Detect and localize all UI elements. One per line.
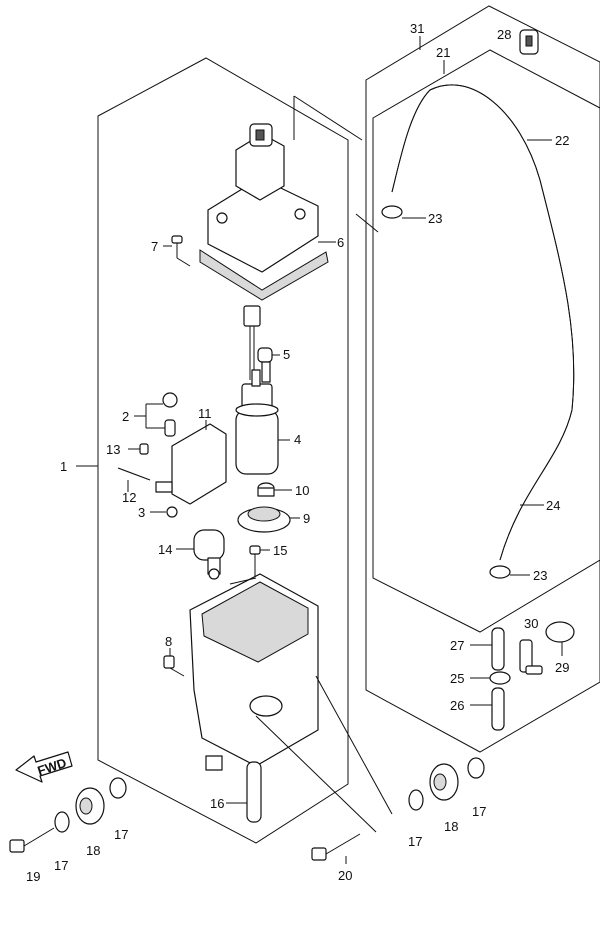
part-18-grommet-left: [75, 787, 105, 825]
wire-harness: [243, 305, 261, 380]
part-20-bolt: [311, 833, 361, 861]
part-22-hose: [391, 84, 575, 411]
part-10-grommet: [257, 482, 275, 497]
part-30-clamp: [519, 639, 543, 675]
callout-17-d: 17: [472, 804, 486, 819]
callout-2: 2: [122, 409, 129, 424]
callout-21: 21: [436, 45, 450, 60]
part-26-pipe: [491, 687, 505, 731]
part-2-connector: [162, 392, 178, 437]
vapor-separator-tank: [189, 573, 319, 771]
connector-line-b: [315, 675, 393, 815]
callout-17-a: 17: [114, 827, 128, 842]
part-6-top-cover: [199, 95, 363, 301]
callout-18-b: 18: [444, 819, 458, 834]
part-12-pin: [117, 467, 151, 481]
frame-fuel-pump-assembly: [97, 57, 349, 844]
callout-9: 9: [303, 511, 310, 526]
fwd-label: FWD: [35, 755, 68, 778]
callout-18-a: 18: [86, 843, 100, 858]
part-28-clamp: [519, 29, 539, 55]
part-23-clip-bottom: [489, 565, 511, 579]
callout-10: 10: [295, 483, 309, 498]
callout-3: 3: [138, 505, 145, 520]
callout-31: 31: [410, 21, 424, 36]
part-11-bracket: [171, 420, 227, 505]
callout-23-a: 23: [428, 211, 442, 226]
part-24-hose: [499, 409, 573, 561]
part-17-washer-right-2: [467, 757, 485, 779]
part-23-clip-top: [381, 205, 403, 219]
dash-line-top: [355, 213, 379, 233]
callout-27: 27: [450, 638, 464, 653]
callout-1: 1: [60, 459, 67, 474]
callout-19: 19: [26, 869, 40, 884]
callout-4: 4: [294, 432, 301, 447]
callout-15: 15: [273, 543, 287, 558]
part-8-bolt: [163, 655, 185, 677]
callout-6: 6: [337, 235, 344, 250]
callout-25: 25: [450, 671, 464, 686]
callout-12: 12: [122, 490, 136, 505]
callout-23-b: 23: [533, 568, 547, 583]
callout-26: 26: [450, 698, 464, 713]
callout-20: 20: [338, 868, 352, 883]
part-27-pipe: [491, 627, 505, 671]
callout-8: 8: [165, 634, 172, 649]
part-7-screw: [171, 235, 191, 267]
part-18-grommet-right: [429, 763, 459, 801]
part-17-washer-left-2: [109, 777, 127, 799]
part-13-bolt: [139, 443, 149, 455]
callout-5: 5: [283, 347, 290, 362]
part-3-screw: [166, 506, 178, 518]
callout-28: 28: [497, 27, 511, 42]
frame-hose-kit-outer: [365, 5, 600, 753]
callout-17-c: 17: [408, 834, 422, 849]
part-5-grommet: [257, 347, 273, 383]
connector-line-a: [255, 715, 377, 833]
part-17-washer-right: [408, 789, 424, 811]
part-15-screw: [249, 545, 261, 578]
part-19-bolt: [9, 827, 55, 853]
callout-11: 11: [198, 406, 212, 421]
callout-22: 22: [555, 133, 569, 148]
callout-13: 13: [106, 442, 120, 457]
callout-16: 16: [210, 796, 224, 811]
callout-29: 29: [555, 660, 569, 675]
callout-7: 7: [151, 239, 158, 254]
callout-17-b: 17: [54, 858, 68, 873]
part-9-filter: [237, 506, 291, 533]
callout-24: 24: [546, 498, 560, 513]
part-4-fuel-pump: [235, 369, 279, 475]
callout-30: 30: [524, 616, 538, 631]
part-12-clip: [155, 481, 173, 493]
part-29-ring: [545, 621, 575, 643]
fwd-arrow: FWD: [15, 751, 73, 783]
part-16-hose: [246, 761, 262, 823]
part-14-regulator: [193, 529, 225, 580]
frame-hose-kit-inner: [372, 49, 600, 633]
part-17-washer-left: [54, 811, 70, 833]
part-25-clip: [489, 671, 511, 685]
callout-14: 14: [158, 542, 172, 557]
